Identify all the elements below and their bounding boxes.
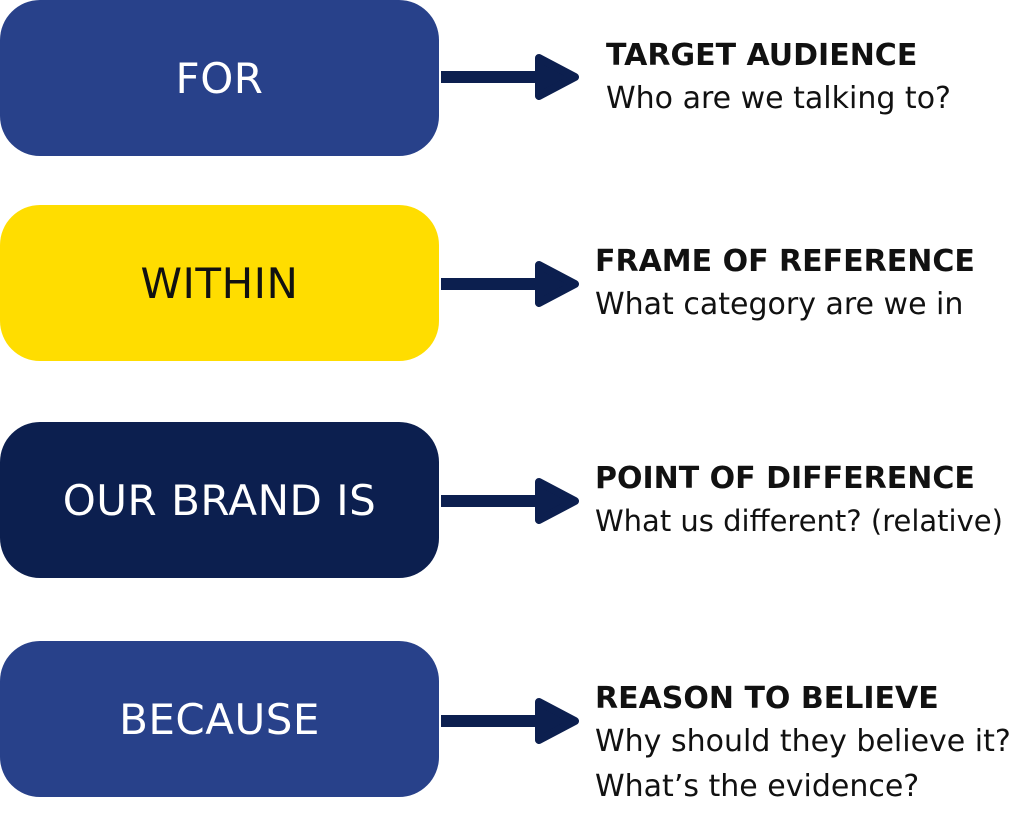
arrow-right-icon	[441, 478, 579, 524]
frame-of-reference-heading: FRAME OF REFERENCE	[595, 244, 975, 279]
arrow-right-icon	[441, 54, 579, 100]
our-brand-is-box-label: OUR BRAND IS	[62, 475, 377, 525]
our-brand-is-box: OUR BRAND IS	[0, 422, 439, 578]
target-audience-description: TARGET AUDIENCE Who are we talking to?	[606, 36, 951, 121]
for-box-label: FOR	[175, 53, 264, 103]
reason-to-believe-description: REASON TO BELIEVE Why should they believ…	[595, 679, 1011, 809]
because-box: BECAUSE	[0, 641, 439, 797]
arrow-right-icon	[441, 698, 579, 744]
within-box: WITHIN	[0, 205, 439, 361]
point-of-difference-line: What us different? (relative)	[595, 504, 1003, 538]
because-box-label: BECAUSE	[119, 694, 320, 744]
target-audience-line: Who are we talking to?	[606, 81, 951, 116]
reason-to-believe-line-2: What’s the evidence?	[595, 769, 920, 804]
point-of-difference-description: POINT OF DIFFERENCE What us different? (…	[595, 459, 1003, 544]
target-audience-heading: TARGET AUDIENCE	[606, 38, 918, 73]
frame-of-reference-line: What category are we in	[595, 287, 964, 322]
point-of-difference-heading: POINT OF DIFFERENCE	[595, 461, 975, 496]
reason-to-believe-heading: REASON TO BELIEVE	[595, 681, 939, 716]
frame-of-reference-description: FRAME OF REFERENCE What category are we …	[595, 242, 975, 327]
arrow-right-icon	[441, 261, 579, 307]
reason-to-believe-line-1: Why should they believe it?	[595, 724, 1011, 759]
within-box-label: WITHIN	[140, 258, 299, 308]
for-box: FOR	[0, 0, 439, 156]
